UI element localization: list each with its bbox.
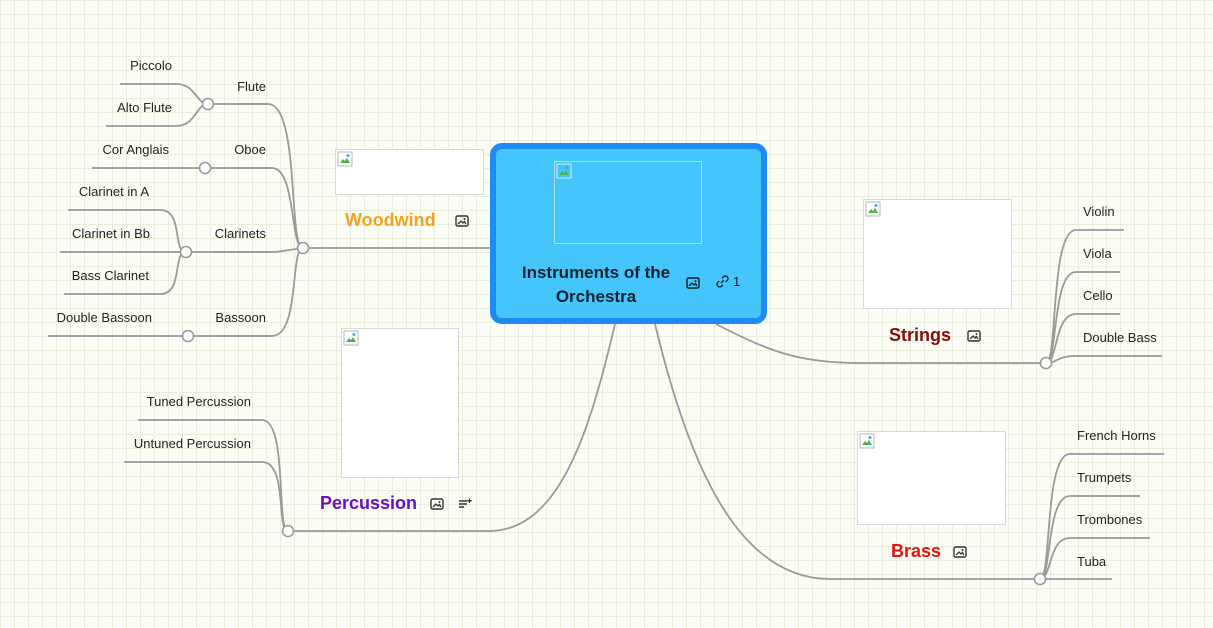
collapse-handle-woodwind[interactable] (296, 241, 310, 255)
broken-image-icon (337, 151, 353, 167)
collapse-handle-strings[interactable] (1039, 356, 1053, 370)
collapse-handle-oboe[interactable] (198, 161, 212, 175)
connector-strings-doublebass (1045, 355, 1162, 364)
collapse-handle-percussion[interactable] (281, 524, 295, 538)
topic-flute[interactable]: Flute (237, 79, 266, 94)
strings-image (863, 199, 1012, 309)
topic-strings[interactable]: Strings (889, 325, 952, 345)
broken-image-icon (859, 433, 875, 449)
topic-violin[interactable]: Violin (1083, 204, 1115, 219)
topic-bass-clarinet[interactable]: Bass Clarinet (71, 268, 149, 283)
topic-cor-anglais[interactable]: Cor Anglais (102, 142, 169, 157)
connector-root-percussion (288, 323, 616, 532)
image-icon[interactable] (685, 275, 701, 291)
root-image (554, 161, 702, 244)
topic-bassoon[interactable]: Bassoon (215, 310, 266, 325)
collapse-handle-bassoon[interactable] (181, 329, 195, 343)
link-count: 1 (733, 274, 741, 289)
topic-tuba[interactable]: Tuba (1077, 554, 1107, 569)
link-icon (716, 275, 729, 288)
topic-untuned-percussion[interactable]: Untuned Percussion (133, 436, 251, 451)
topic-percussion[interactable]: Percussion (320, 493, 418, 513)
topic-double-bass[interactable]: Double Bass (1083, 330, 1157, 345)
collapse-handle-flute[interactable] (201, 97, 215, 111)
connector-percussion-untuned (124, 461, 289, 532)
woodwind-image (335, 149, 484, 195)
topic-tuned-percussion[interactable]: Tuned Percussion (146, 394, 251, 409)
percussion-image (341, 328, 459, 478)
topic-cello[interactable]: Cello (1083, 288, 1113, 303)
topic-brass[interactable]: Brass (891, 541, 942, 561)
topic-viola[interactable]: Viola (1083, 246, 1112, 261)
topic-oboe[interactable]: Oboe (234, 142, 266, 157)
brass-image (857, 431, 1006, 525)
image-icon[interactable] (429, 496, 445, 512)
image-icon[interactable] (454, 213, 470, 229)
notes-icon[interactable] (457, 496, 473, 512)
topic-trombones[interactable]: Trombones (1077, 512, 1143, 527)
connector-root-strings (715, 323, 1046, 364)
image-icon[interactable] (952, 544, 968, 560)
topic-clarinet-in-a[interactable]: Clarinet in A (78, 184, 149, 199)
broken-image-icon (343, 330, 359, 346)
connector-root-brass (654, 323, 1040, 580)
root-link[interactable]: 1 (715, 274, 740, 289)
collapse-handle-clarinets[interactable] (179, 245, 193, 259)
broken-image-icon (865, 201, 881, 217)
image-icon[interactable] (966, 328, 982, 344)
topic-alto-flute[interactable]: Alto Flute (117, 100, 172, 115)
broken-image-icon (556, 163, 572, 179)
topic-piccolo[interactable]: Piccolo (130, 58, 172, 73)
connector-brass-frenchhorns (1039, 453, 1164, 580)
topic-clarinets[interactable]: Clarinets (214, 226, 266, 241)
topic-clarinet-in-bb[interactable]: Clarinet in Bb (71, 226, 150, 241)
topic-double-bassoon[interactable]: Double Bassoon (56, 310, 152, 325)
root-title: Instruments of the Orchestra (521, 263, 671, 306)
root-topic[interactable]: Instruments of the Orchestra 1 (490, 143, 767, 324)
topic-french-horns[interactable]: French Horns (1077, 428, 1156, 443)
collapse-handle-brass[interactable] (1033, 572, 1047, 586)
topic-woodwind[interactable]: Woodwind (345, 210, 436, 230)
topic-trumpets[interactable]: Trumpets (1077, 470, 1132, 485)
